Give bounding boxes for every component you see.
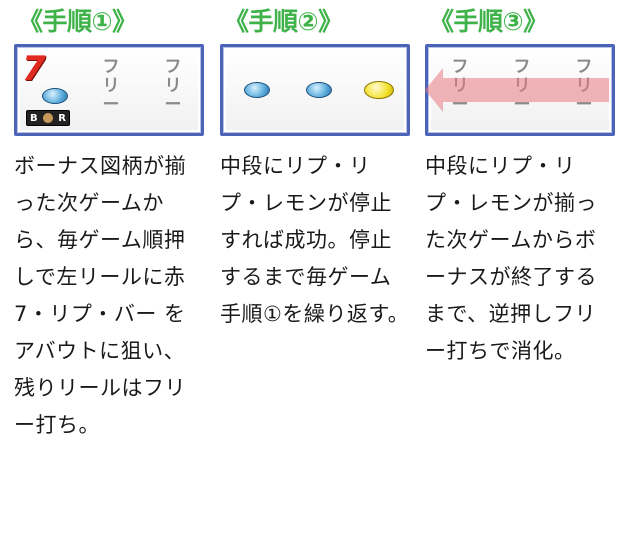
step-3-reel-panel: フ リ ー フ リ ー フ リ ー	[425, 44, 615, 136]
step-1-description: ボーナス図柄が揃った次ゲームから、毎ゲーム順押しで左リールに赤7・リプ・バー を…	[14, 154, 186, 437]
replay-icon	[42, 88, 68, 104]
replay-icon	[306, 82, 332, 98]
step-2: 《手順②》 中段にリプ・リプ・レモンが停止すれば成功。停止するまで毎ゲーム手順①…	[220, 0, 420, 333]
step-1-title: 《手順①》	[18, 7, 137, 36]
bar-ball-icon	[42, 113, 53, 123]
bar-icon: B R	[26, 110, 70, 126]
step-3-title: 《手順③》	[429, 7, 548, 36]
step-2-title: 《手順②》	[224, 7, 343, 36]
free-reel-center: フ リ ー	[102, 57, 120, 115]
step-2-reel-panel	[220, 44, 410, 136]
step-2-description: 中段にリプ・リプ・レモンが停止すれば成功。停止するまで毎ゲーム手順①を繰り返す。	[220, 154, 410, 326]
step-1-reel-panel: 7 B R フ リ ー フ リ ー	[14, 44, 204, 136]
left-arrow-icon	[425, 68, 609, 112]
lemon-icon	[364, 81, 394, 99]
free-reel-right: フ リ ー	[164, 57, 182, 115]
step-3: 《手順③》 フ リ ー フ リ ー フ リ ー	[425, 0, 625, 370]
red-seven-icon: 7	[22, 49, 46, 89]
step-1: 《手順①》 7 B R フ リ ー フ リ ー	[14, 0, 214, 444]
step-3-description: 中段にリプ・リプ・レモンが揃った次ゲームからボーナスが終了するまで、逆押しフリー…	[425, 154, 597, 363]
replay-icon	[244, 82, 270, 98]
